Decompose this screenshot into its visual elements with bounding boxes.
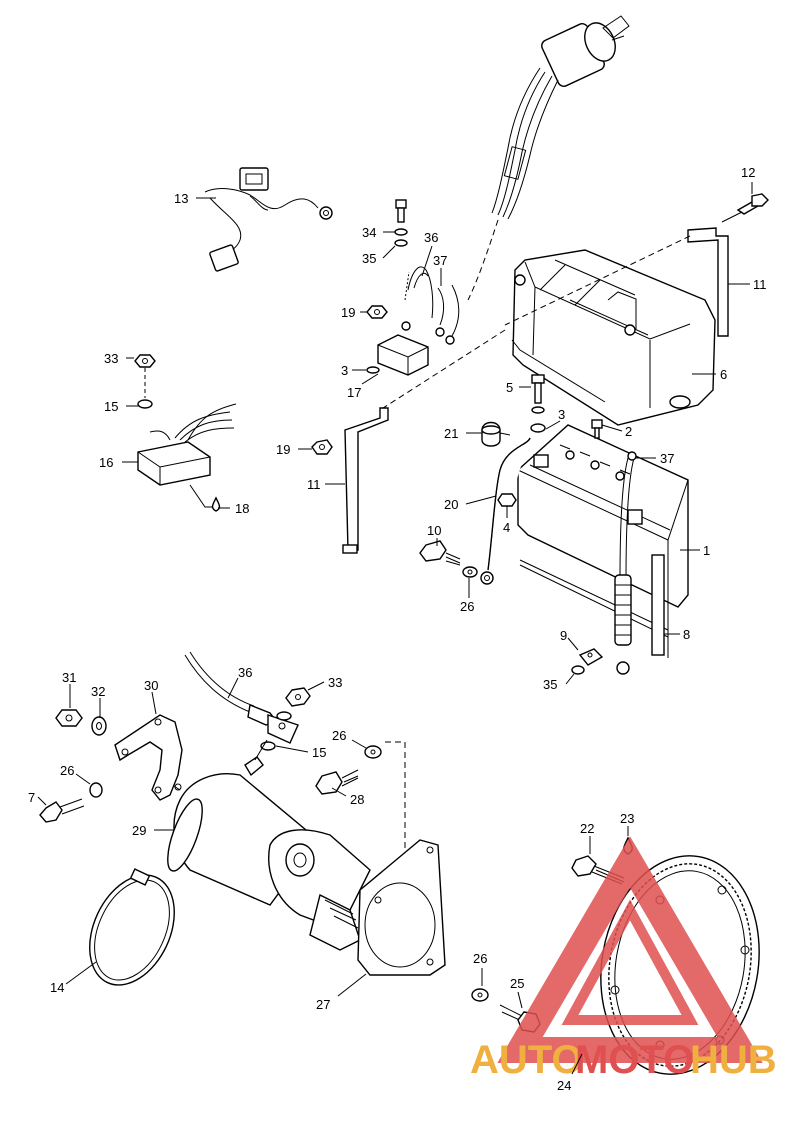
callout-6: 6 [720,367,727,382]
strap-11-right [687,193,769,337]
nut-4 [497,493,517,507]
callout-34: 34 [362,225,376,240]
washer-26-left [89,782,103,798]
callout-15-top: 15 [104,399,118,414]
washer-26-mid [364,745,382,759]
nut-19-top [366,305,388,319]
ignition-switch [491,15,630,220]
cable-36-starter [184,651,299,751]
clip-9 [571,648,604,675]
leader-lines [37,182,753,1075]
callout-25: 25 [510,976,524,991]
callout-20: 20 [444,497,458,512]
callout-18: 18 [235,501,249,516]
callout-5: 5 [506,380,513,395]
nut-31 [55,709,83,727]
callout-27: 27 [316,997,330,1012]
cable-37-battery [614,451,637,675]
callout-26-mid: 26 [332,728,346,743]
watermark-text-auto: AUTO [470,1038,583,1082]
callout-33-bottom: 33 [328,675,342,690]
callout-26-left: 26 [60,763,74,778]
callout-33-top: 33 [104,351,118,366]
callout-3-left: 3 [341,363,348,378]
callout-30: 30 [144,678,158,693]
callout-36-top: 36 [424,230,438,245]
clamp-14 [89,868,175,986]
callout-29: 29 [132,823,146,838]
washer-32 [91,716,107,736]
callout-35-bottom: 35 [543,677,557,692]
callout-19-top: 19 [341,305,355,320]
flange-27 [357,839,446,976]
bolt-5 [530,374,546,433]
callout-12: 12 [741,165,755,180]
callout-37-top: 37 [433,253,447,268]
callout-26-battery: 26 [460,599,474,614]
callout-37-battery: 37 [660,451,674,466]
bolt-28 [315,769,359,795]
callout-26-bottom: 26 [473,951,487,966]
battery [517,424,689,658]
cap-21 [481,421,511,447]
tube-8 [651,554,665,656]
bolt-2 [591,419,603,439]
wiring-harness [204,167,333,272]
watermark-text-hub: HUB [690,1038,777,1082]
bolt-7 [39,798,85,823]
callout-8: 8 [683,627,690,642]
callout-32: 32 [91,684,105,699]
callout-14: 14 [50,980,64,995]
battery-cover [511,249,716,426]
callout-numbers: 12 11 13 34 36 35 37 19 33 3 17 6 15 5 3… [28,165,767,1093]
starter-motor [167,739,371,951]
callout-2: 2 [625,424,632,439]
callout-3-right: 3 [558,407,565,422]
callout-19-bottom: 19 [276,442,290,457]
relay-17 [366,334,429,376]
callout-35-top: 35 [362,251,376,266]
bolt-34 [394,199,408,247]
strap-11-left [311,407,389,554]
callout-17: 17 [347,385,361,400]
callout-21: 21 [444,426,458,441]
callout-11-left: 11 [307,477,321,492]
callout-4: 4 [503,520,510,535]
callout-16: 16 [99,455,113,470]
callout-28: 28 [350,792,364,807]
callout-36-bottom: 36 [238,665,252,680]
callout-22: 22 [580,821,594,836]
washer-26-bottom [471,988,489,1002]
callout-31: 31 [62,670,76,685]
module-16 [134,354,237,512]
callout-15-bottom: 15 [312,745,326,760]
callout-1: 1 [703,543,710,558]
callout-7: 7 [28,790,35,805]
callout-24: 24 [557,1078,571,1093]
bracket-30 [114,714,183,801]
watermark-logo [497,836,763,1063]
cables-36-37 [401,266,460,345]
callout-10: 10 [427,523,441,538]
callout-9: 9 [560,628,567,643]
bolt-10 [419,540,478,578]
callout-11-right: 11 [753,277,767,292]
callout-13: 13 [174,191,188,206]
nut-33-starter [285,687,311,707]
callout-23: 23 [620,811,634,826]
watermark-text-moto: MOTO [575,1038,694,1082]
